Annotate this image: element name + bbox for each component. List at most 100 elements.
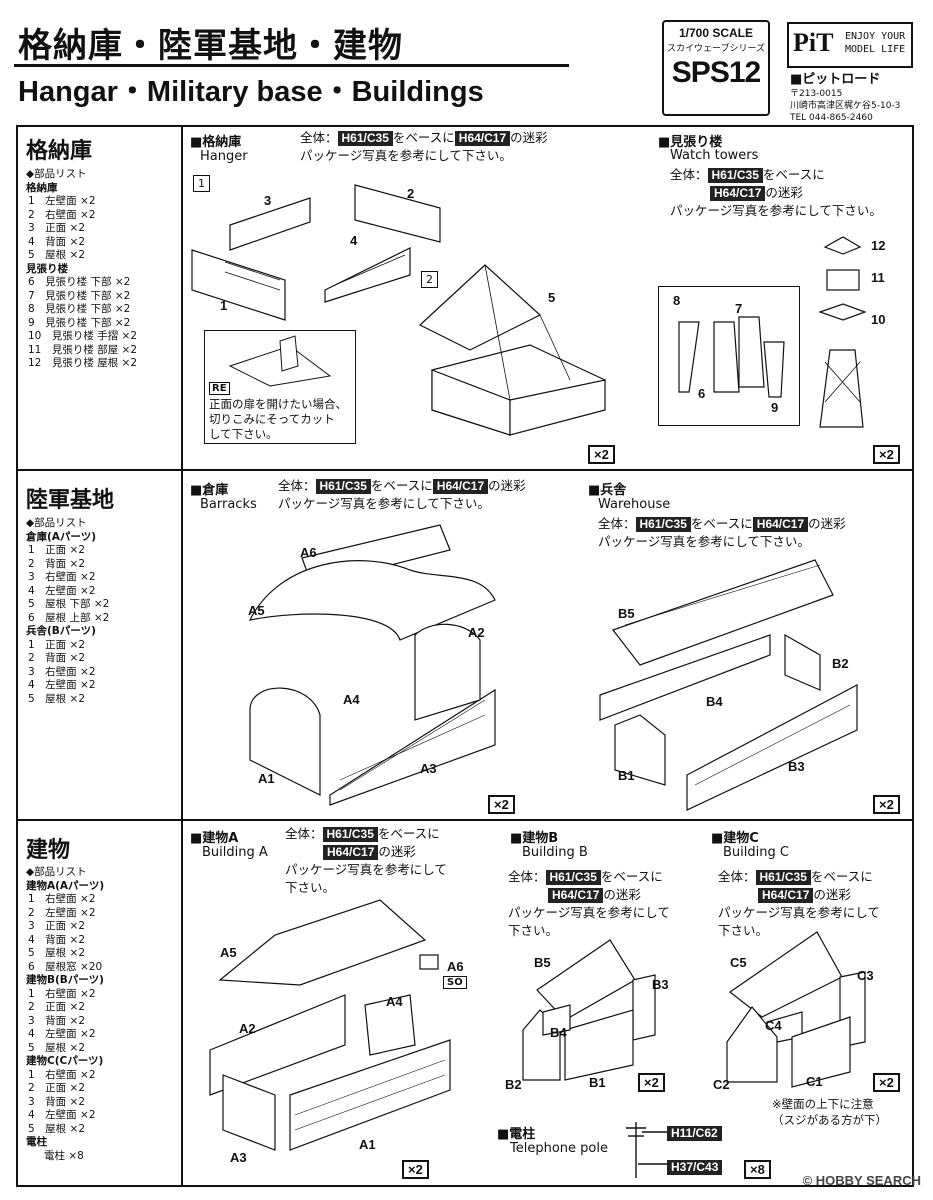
pole-diagram xyxy=(626,1122,668,1178)
warehouse-heading: ■兵舎 xyxy=(588,483,627,498)
part-10-rail xyxy=(818,303,867,321)
pole-heading: ■電柱 xyxy=(497,1127,536,1142)
scale-badge: 1/700 SCALE スカイウェーブシリーズ SPS12 xyxy=(662,20,770,116)
step-2-marker: 2 xyxy=(421,271,438,288)
part-label: 10 xyxy=(871,312,886,327)
company-address: 〒213-0015 川崎市高津区梶ケ谷5-10-3 TEL 044-865-24… xyxy=(790,89,901,123)
building-c-heading-en: Building C xyxy=(723,845,789,860)
hangar-step2-diagram xyxy=(418,264,607,436)
part-A5 xyxy=(218,899,427,986)
section-divider xyxy=(16,819,914,821)
part-C1 xyxy=(791,1016,851,1088)
building-a-diagram xyxy=(209,899,451,1151)
part-label: C5 xyxy=(730,955,747,970)
title-divider xyxy=(14,64,569,67)
part-label: A4 xyxy=(386,994,403,1009)
part-label: A3 xyxy=(230,1150,247,1165)
hangar-heading-en: Hanger xyxy=(200,149,248,164)
so-tag: SO xyxy=(443,976,467,989)
pole-paint-code-2: H37/C43 xyxy=(667,1156,723,1175)
part-B2 xyxy=(784,633,821,691)
re-tag: RE xyxy=(209,382,230,395)
part-label: 4 xyxy=(350,233,358,248)
section-divider xyxy=(16,469,914,471)
part-label: B3 xyxy=(788,759,805,774)
part-B4 xyxy=(542,1004,571,1036)
part-2-right-wall xyxy=(354,184,441,243)
part-A5 xyxy=(248,560,496,641)
logo-mark: PiT xyxy=(793,28,834,57)
part-label: A2 xyxy=(468,625,485,640)
part-label: A1 xyxy=(258,771,275,786)
part-label: 3 xyxy=(264,193,272,208)
building-b-heading: ■建物B xyxy=(510,831,559,846)
part-label: C2 xyxy=(713,1077,730,1092)
warehouse-diagram xyxy=(599,559,858,811)
part-12-roof xyxy=(823,236,862,255)
part-B3 xyxy=(686,684,858,811)
part-label: A2 xyxy=(239,1021,256,1036)
watermark: © HOBBY SEARCH xyxy=(802,1173,921,1188)
cut-tip-text: 正面の扉を開けたい場合、切りこみにそってカットして下さい。 xyxy=(209,397,347,441)
part-label: A4 xyxy=(343,692,360,707)
logo-tagline: ENJOY YOUR MODEL LIFE xyxy=(845,31,906,55)
part-A4 xyxy=(364,994,416,1056)
pole-heading-en: Telephone pole xyxy=(510,1141,608,1156)
tower-assembly-diagram xyxy=(818,236,867,428)
warehouse-heading-en: Warehouse xyxy=(598,497,671,512)
part-A3 xyxy=(222,1074,276,1151)
part-label: C1 xyxy=(806,1074,823,1089)
part-label: 6 xyxy=(698,386,706,401)
part-label: B4 xyxy=(550,1025,567,1040)
part-B4 xyxy=(599,634,771,721)
parts-list-base: ◆部品リスト 倉庫(Aパーツ) 1 正面 ×2 2 背面 ×2 3 右壁面 ×2… xyxy=(26,517,110,705)
column-divider xyxy=(181,125,183,1187)
part-label: 9 xyxy=(771,400,779,415)
part-A1 xyxy=(249,687,321,796)
hangar-heading: ■格納庫 xyxy=(190,135,242,150)
part-label: A1 xyxy=(359,1137,376,1152)
building-c-diagram xyxy=(726,931,866,1088)
part-label: 8 xyxy=(673,293,681,308)
pole-paint-code-1: H11/C62 xyxy=(667,1122,722,1141)
page-title-en: Hangar・Military base・Buildings xyxy=(18,76,484,108)
parts-list-buildings: ◆部品リスト 建物A(Aパーツ) 1 右壁面 ×2 2 左壁面 ×2 3 正面 … xyxy=(26,866,105,1162)
building-a-heading: ■建物A xyxy=(190,831,239,846)
qty-badge: ×2 xyxy=(873,1073,900,1092)
part-label: B2 xyxy=(832,656,849,671)
part-label: A3 xyxy=(420,761,437,776)
part-3-front xyxy=(229,197,311,251)
part-label: 5 xyxy=(548,290,556,305)
part-A2 xyxy=(209,994,346,1096)
tower-legs xyxy=(819,349,864,428)
instruction-frame xyxy=(16,125,914,1187)
parts-list-hangar: ◆部品リスト 格納庫 1 左壁面 ×2 2 右壁面 ×2 3 正面 ×2 4 背… xyxy=(26,168,138,369)
barracks-heading: ■倉庫 xyxy=(190,483,229,498)
qty-badge: ×2 xyxy=(873,795,900,814)
part-label: B4 xyxy=(706,694,723,709)
tower-heading: ■見張り楼 xyxy=(658,135,723,150)
part-A2 xyxy=(414,623,481,721)
cut-tip-callout: RE 正面の扉を開けたい場合、切りこみにそってカットして下さい。 xyxy=(204,330,356,444)
part-label: B1 xyxy=(618,768,635,783)
wall-orientation-note: ※壁面の上下に注意（スジがある方が下） xyxy=(772,1097,887,1127)
step-1-marker: 1 xyxy=(193,175,210,192)
part-label: A6 xyxy=(447,959,464,974)
brand-logo: PiT ENJOY YOUR MODEL LIFE xyxy=(787,22,913,68)
part-B5 xyxy=(536,939,636,1021)
barracks-heading-en: Barracks xyxy=(200,497,257,512)
part-label: B5 xyxy=(618,606,635,621)
building-b-diagram xyxy=(522,939,656,1081)
part-label: B3 xyxy=(652,977,669,992)
part-4-back xyxy=(324,247,411,303)
page-title-jp: 格納庫・陸軍基地・建物 xyxy=(18,26,403,66)
barracks-diagram xyxy=(248,524,496,806)
section-title-base: 陸軍基地 xyxy=(26,488,115,513)
part-11-room xyxy=(826,269,860,291)
